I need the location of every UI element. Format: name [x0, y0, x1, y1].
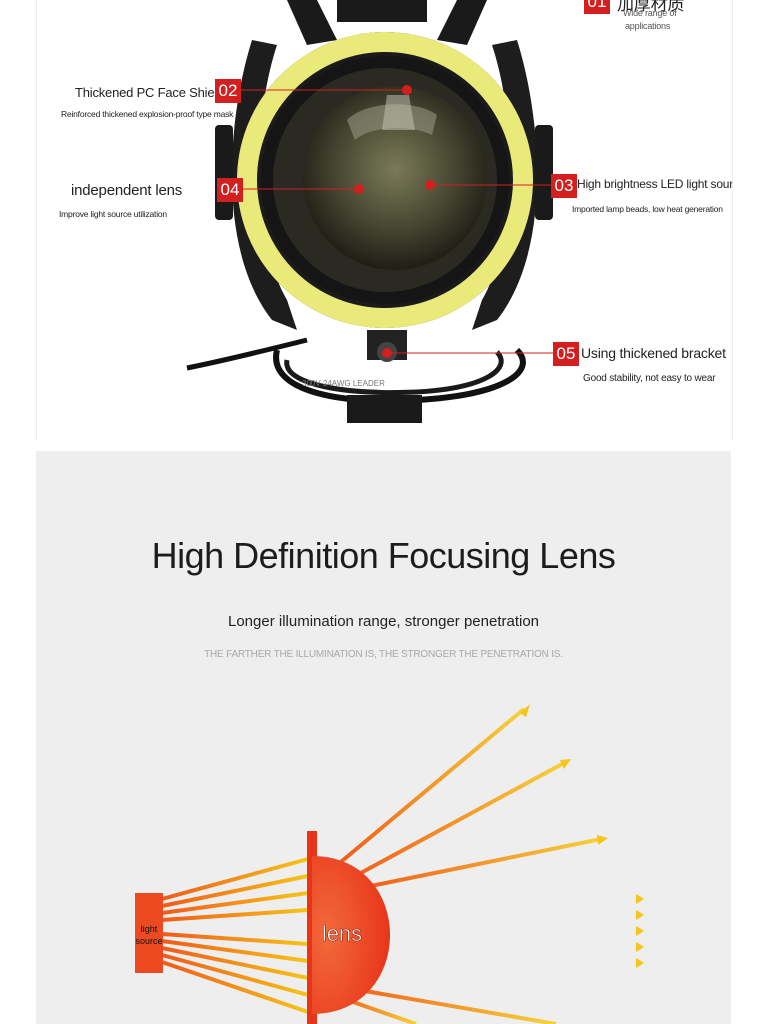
lens-shape — [312, 856, 390, 1014]
callout-03-title: High brightness LED light source — [577, 177, 733, 191]
source-label-line2: source — [135, 936, 162, 946]
incoming-rays — [161, 857, 309, 1014]
parallel-rays — [356, 897, 636, 973]
callout-01-subtitle-1: Wide range of — [623, 8, 677, 18]
callout-01-title: 加厚材质 — [617, 0, 685, 14]
badge-02: 02 — [215, 79, 241, 103]
callout-02-title: Thickened PC Face Shield — [75, 85, 225, 100]
source-label-line1: light — [141, 924, 158, 934]
section-microline: THE FARTHER THE ILLUMINATION IS, THE STR… — [204, 649, 563, 660]
lens-diagram: light source lens — [135, 704, 644, 1024]
diverging-ray-arrowheads — [520, 704, 608, 845]
diverging-rays — [334, 707, 602, 1024]
lens-label: lens — [322, 921, 362, 946]
badge-01: 01 — [584, 0, 610, 14]
callout-02-subtitle: Reinforced thickened explosion-proof typ… — [61, 109, 234, 119]
callout-05-subtitle: Good stability, not easy to wear — [583, 373, 716, 384]
callout-01-subtitle-2: applications — [625, 21, 671, 31]
badge-04: 04 — [217, 178, 243, 202]
badge-03: 03 — [551, 174, 577, 198]
product-feature-panel: 300V 24AWG LEADER 01 加厚材质 Wide rang — [36, 0, 733, 440]
light-source-block — [135, 893, 163, 973]
focusing-lens-panel: High Definition Focusing Lens Longer ill… — [36, 451, 731, 1024]
lamp-product-image: 300V 24AWG LEADER — [186, 0, 555, 423]
badge-05: 05 — [553, 342, 579, 366]
callout-05-title: Using thickened bracket — [581, 345, 726, 361]
callout-04-subtitle: Improve light source utilization — [59, 209, 167, 219]
section-headline: High Definition Focusing Lens — [151, 535, 616, 576]
section-subline: Longer illumination range, stronger pene… — [227, 613, 540, 630]
callout-04-title: independent lens — [71, 182, 183, 199]
callout-03-subtitle: Imported lamp beads, low heat generation — [572, 204, 723, 214]
cable-print: 300V 24AWG LEADER — [302, 379, 385, 388]
parallel-ray-arrowheads — [636, 894, 644, 968]
